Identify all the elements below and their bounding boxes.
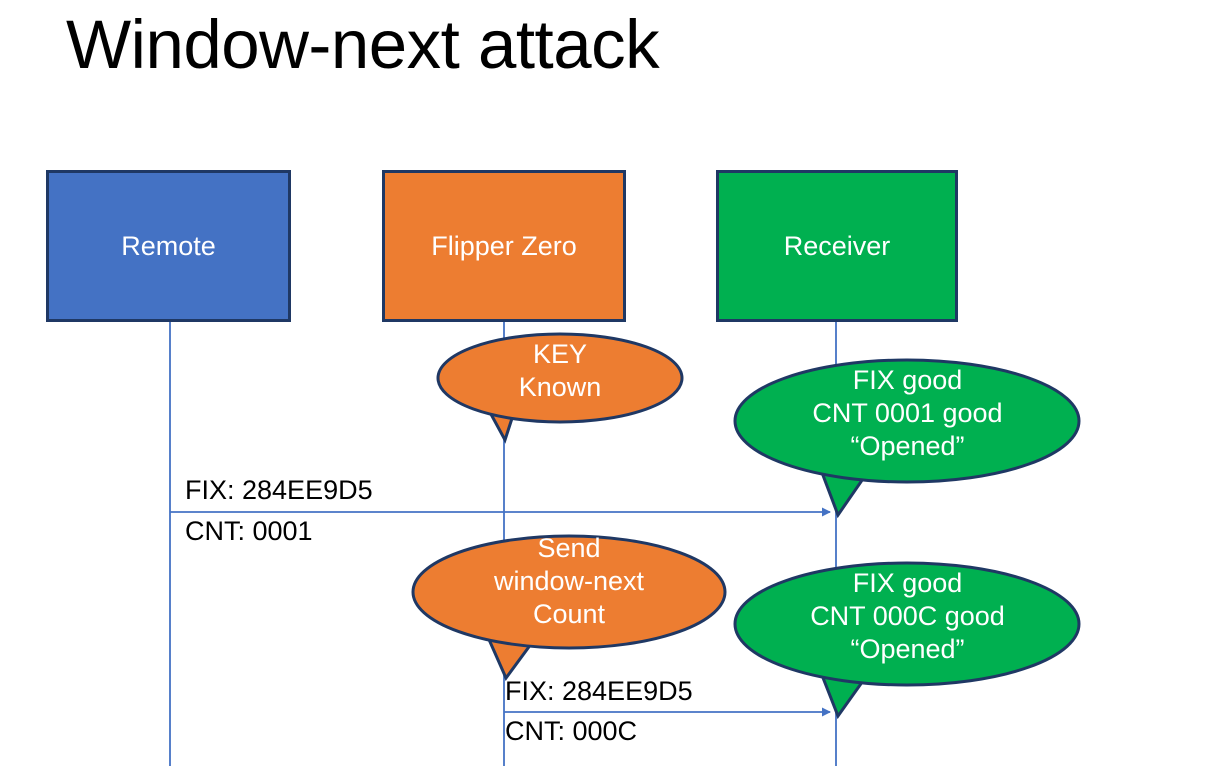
callout-key-known (436, 332, 684, 444)
callout-fix-good-0001 (733, 358, 1081, 519)
message-label-fix-1: FIX: 284EE9D5 (185, 475, 373, 505)
message-label-cnt-1: CNT: 0001 (185, 516, 313, 546)
page-title: Window-next attack (66, 6, 660, 83)
callout-fix-good-000C (733, 561, 1081, 720)
message-label-cnt-2: CNT: 000C (505, 716, 638, 746)
actor-box-receiver[interactable]: Receiver (716, 170, 958, 322)
actor-label-remote: Remote (121, 231, 216, 261)
actor-label-flipper: Flipper Zero (431, 231, 577, 261)
actor-label-receiver: Receiver (783, 231, 891, 261)
actor-box-remote[interactable]: Remote (46, 170, 291, 322)
callout-send-window-next (411, 534, 727, 681)
message-label-fix-2: FIX: 284EE9D5 (505, 676, 693, 706)
actor-box-flipper[interactable]: Flipper Zero (382, 170, 626, 322)
